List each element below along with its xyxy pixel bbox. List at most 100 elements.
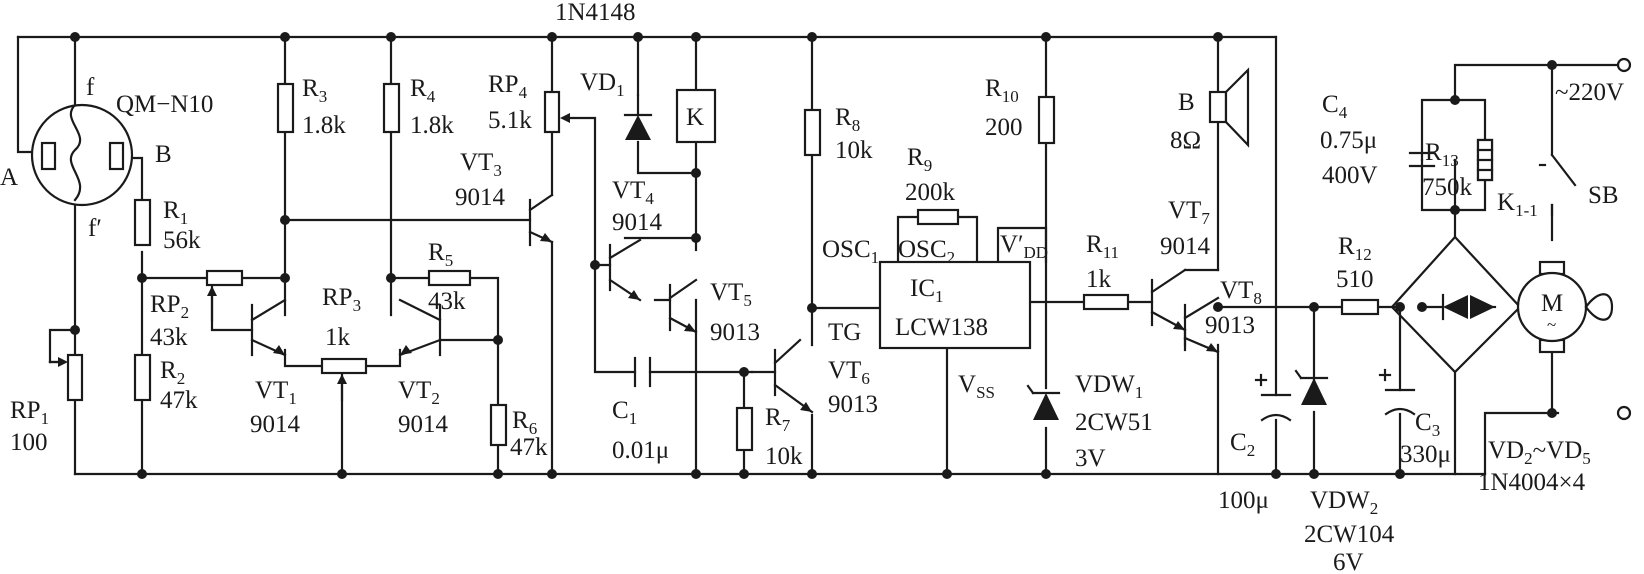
label-vt6: VT6	[828, 357, 870, 388]
label-vt7: VT7	[1168, 197, 1210, 228]
label-vt1-value: 9014	[250, 411, 301, 438]
r5-body	[427, 269, 472, 287]
bridge-rectifier-symbol	[1390, 235, 1522, 374]
label-vt2: VT2	[398, 377, 440, 408]
label-motor: M	[1541, 290, 1563, 317]
rp2-body	[205, 269, 244, 287]
label-motor-ac: ~	[1547, 315, 1556, 334]
label-vd1: VD1	[580, 69, 625, 100]
label-r11-value: 1k	[1086, 266, 1112, 293]
r6-body	[489, 403, 508, 447]
label-vdw2-voltage: 6V	[1333, 549, 1364, 574]
label-r1-value: 56k	[163, 227, 201, 254]
label-r4-value: 1.8k	[410, 112, 454, 139]
label-vt1: VT1	[255, 377, 297, 408]
label-c4: C4	[1322, 91, 1348, 122]
r3-body	[276, 82, 295, 134]
relay-coil-body	[675, 88, 717, 144]
label-vt6-value: 9013	[828, 391, 878, 418]
label-vt3-value: 9014	[455, 184, 506, 211]
wires	[16, 35, 1620, 476]
r2-body	[133, 353, 152, 402]
label-c1: C1	[612, 397, 637, 428]
gas-sensor-symbol	[30, 103, 134, 207]
transistor-symbols	[250, 193, 1220, 414]
label-r8: R8	[835, 104, 860, 135]
label-vt4: VT4	[612, 177, 654, 208]
label-vd2-vd5-value: 1N4004×4	[1478, 469, 1586, 496]
ic1-body	[878, 260, 1032, 350]
resistor-symbols	[133, 82, 1494, 452]
r7-body	[735, 406, 754, 452]
label-sensor-name: QM−N10	[116, 91, 213, 118]
potentiometer-symbols	[48, 90, 570, 402]
r1-body	[133, 198, 152, 247]
label-ic1-tg: TG	[828, 319, 861, 346]
label-c1-value: 0.01μ	[612, 437, 669, 464]
c2-symbol	[1254, 373, 1292, 422]
motor-symbol	[1516, 260, 1614, 354]
label-r6-value: 47k	[510, 434, 548, 461]
label-r4: R4	[410, 75, 436, 106]
r10-body	[1037, 95, 1056, 145]
label-ic1: IC1	[910, 275, 944, 306]
label-rp2: RP2	[150, 291, 189, 322]
label-r11: R11	[1086, 231, 1119, 262]
label-vt4-value: 9014	[612, 209, 663, 236]
label-ic1-osc1: OSC1	[822, 236, 879, 267]
label-vt8-value: 9013	[1205, 312, 1255, 339]
label-speaker: B	[1178, 89, 1195, 116]
label-k11: K1-1	[1497, 189, 1538, 220]
label-vt7-value: 9014	[1160, 233, 1211, 260]
label-vt5-value: 9013	[710, 319, 760, 346]
c1-symbol	[633, 356, 652, 388]
r4-body	[382, 82, 401, 134]
label-vdw1-value: 2CW51	[1075, 409, 1153, 436]
switch-sb-symbol	[1538, 153, 1577, 217]
label-r6: R6	[512, 407, 537, 438]
label-r10-value: 200	[985, 114, 1023, 141]
label-vdw1-voltage: 3V	[1075, 445, 1106, 472]
vdw2-symbol	[1294, 369, 1329, 405]
label-sensor-a: A	[0, 164, 18, 191]
label-r7-value: 10k	[765, 443, 803, 470]
label-relay-k: K	[686, 104, 704, 131]
label-vt3: VT3	[460, 149, 502, 180]
label-rp4-value: 5.1k	[488, 107, 532, 134]
label-r5: R5	[428, 239, 453, 270]
vd1-symbol	[623, 93, 653, 140]
r12-body	[1340, 298, 1380, 316]
r11-body	[1082, 293, 1130, 311]
label-r3-value: 1.8k	[302, 112, 346, 139]
label-rp1-value: 100	[10, 429, 48, 456]
r8-body	[803, 108, 822, 157]
label-vdw1: VDW1	[1075, 371, 1143, 402]
label-r7: R7	[765, 404, 791, 435]
label-r12-value: 510	[1336, 266, 1374, 293]
label-vdw2: VDW2	[1310, 487, 1378, 518]
label-vt8: VT8	[1220, 277, 1262, 308]
label-rp3: RP3	[322, 284, 361, 315]
label-r2-value: 47k	[160, 387, 198, 414]
label-c4-voltage: 400V	[1322, 162, 1378, 189]
label-vt2-value: 9014	[398, 411, 449, 438]
label-c4-value: 0.75μ	[1320, 127, 1377, 154]
label-vdw2-value: 2CW104	[1304, 521, 1395, 548]
label-sensor-f: f	[86, 74, 95, 101]
label-speaker-value: 8Ω	[1170, 127, 1201, 154]
vdw1-symbol	[1026, 384, 1061, 420]
label-r2: R2	[160, 357, 185, 388]
label-r10: R10	[985, 75, 1019, 106]
label-r13-value: 750k	[1422, 174, 1473, 201]
label-vt5: VT5	[710, 279, 752, 310]
label-c2-value: 100μ	[1218, 487, 1269, 514]
label-rp1: RP1	[10, 397, 49, 428]
label-ic1-vss: VSS	[958, 371, 995, 402]
rp3-body	[320, 357, 368, 375]
rp1-body	[66, 353, 84, 402]
label-r9-value: 200k	[905, 179, 956, 206]
label-c3: C3	[1415, 409, 1440, 440]
label-rp3-value: 1k	[325, 324, 351, 351]
label-ic1-osc2: OSC2	[898, 236, 955, 267]
